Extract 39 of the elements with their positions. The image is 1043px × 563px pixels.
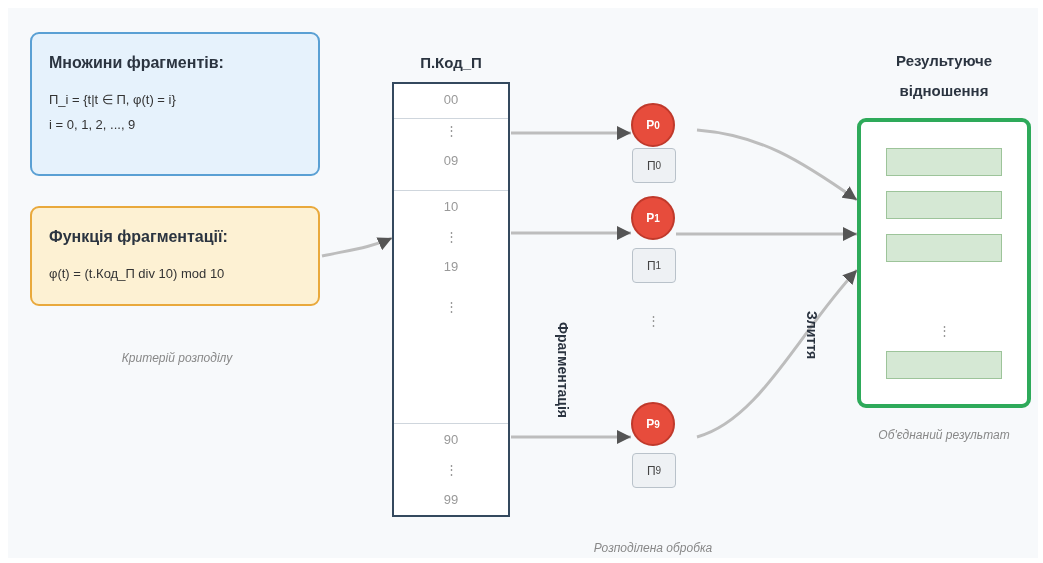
ellipsis-mark: ⋮ [443,299,459,314]
result-row-bar [886,191,1002,219]
result-row-bar [886,351,1002,379]
caption-text: Об'єднаний результат [878,428,1010,442]
ellipsis-mark: ⋮ [443,462,459,477]
stage-label: Злиття [804,310,820,360]
caption-text: Розподілена обробка [593,541,713,555]
table-column [392,82,510,517]
arrow [511,430,631,444]
stage-label: Фрагментація [555,322,571,418]
column-heading: П.Код_П [419,54,483,71]
arrow [321,236,393,258]
result-panel [857,118,1031,408]
info-card [30,206,320,306]
cell-value: 19 [442,259,460,274]
ellipsis-mark: ⋮ [443,123,459,138]
ellipsis-mark: ⋮ [443,229,459,244]
cell-value: 09 [442,153,460,168]
cell-value: 90 [442,432,460,447]
ellipsis-mark: ⋮ [937,322,951,338]
result-row-bar [886,234,1002,262]
formula-text: П_i = {t|t ∈ П, φ(t) = i} [49,92,176,107]
ellipsis-mark: ⋮ [646,312,660,328]
card-heading: Множини фрагментів: [49,54,224,72]
arrow [696,269,859,439]
arrow [511,126,631,140]
arrow [676,227,857,241]
card-heading: Функція фрагментації: [49,228,228,246]
panel-heading: Результуюче відношення [895,51,993,101]
formula-text: φ(t) = (t.Код_П div 10) mod 10 [49,266,225,281]
info-card [30,32,320,176]
arrow [696,128,858,202]
formula-text: i = 0, 1, 2, ..., 9 [49,117,136,132]
cell-value: 10 [442,199,460,214]
result-row-bar [886,148,1002,176]
cell-value: 00 [442,92,460,107]
arrow [511,226,631,240]
cell-value: 99 [442,492,460,507]
caption-text: Критерій розподілу [121,351,233,365]
